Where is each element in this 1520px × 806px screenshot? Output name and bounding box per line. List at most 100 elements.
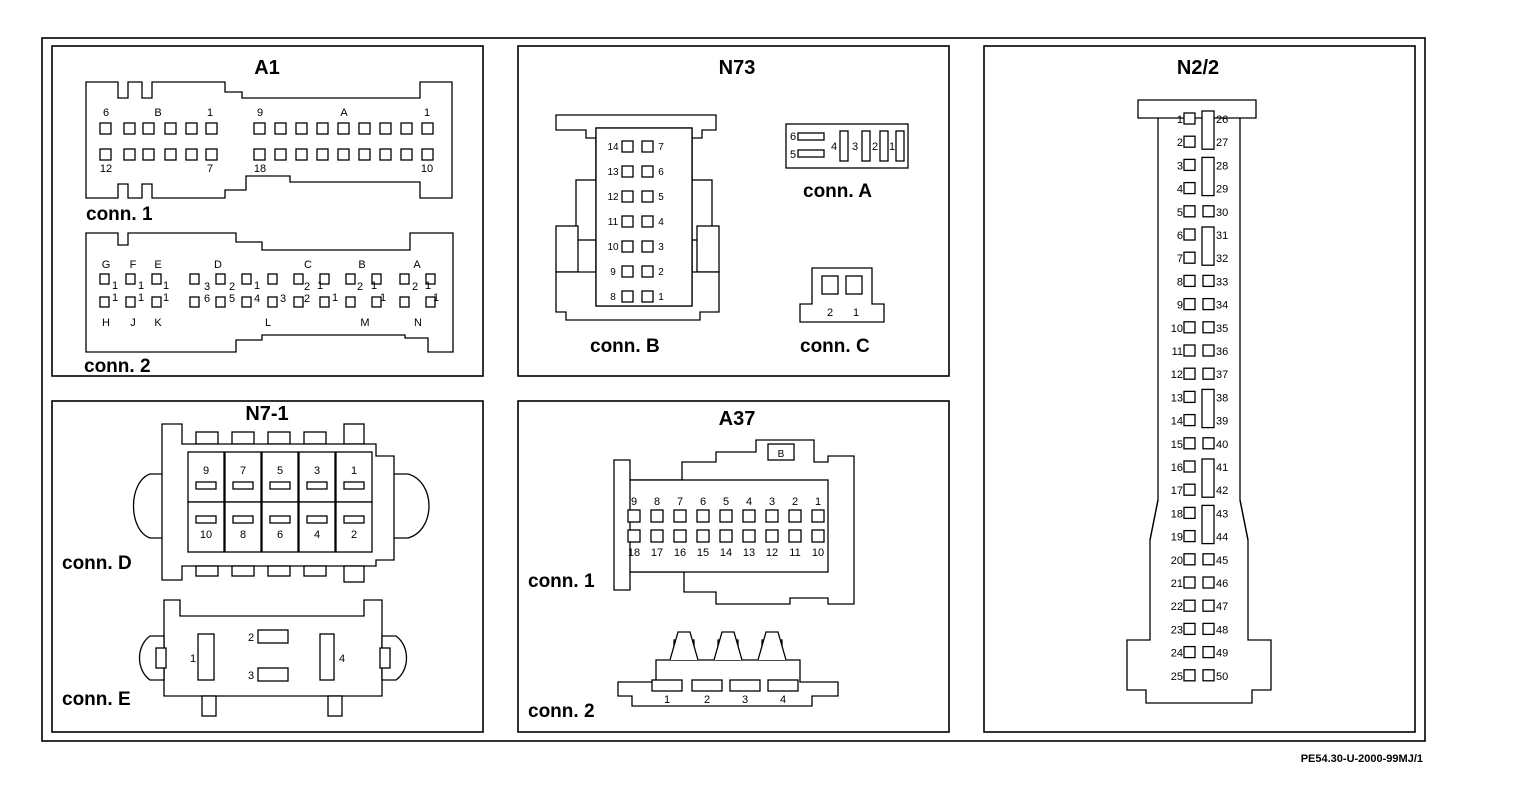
n73-connA-label: conn. A [803,181,872,202]
a1-conn1-housing [85,81,453,199]
a1c1-pin-cavity [123,122,136,135]
a1c1-label-18: 18 [254,163,266,175]
doc-reference: PE54.30-U-2000-99MJ/1 [1301,753,1423,765]
a1c1-pin-cavity [316,122,329,135]
n73b-pin-label: 5 [658,192,664,203]
a1c2-sub-number: 1 [112,280,118,292]
n22-pin-cavity [1183,274,1196,288]
n22-double-cavity [1201,156,1215,197]
n22-pin-cavity [1202,437,1215,450]
n71d-pin-label: 10 [200,529,212,541]
n22-pin-cavity [1183,112,1196,125]
a1c1-pin-cavity [185,148,198,161]
n22-pin-cavity [1183,645,1196,659]
a1c2-letter-b: B [358,259,365,271]
n22-pin-cavity [1202,599,1215,612]
a1c1-label-6: 6 [103,107,109,119]
a37c1-pin-label: 9 [631,496,637,508]
n73a-pin-6: 6 [790,131,796,143]
a1c2-sub-number: 1 [371,280,377,292]
n22-pin-cavity [1202,669,1215,682]
n22-pin-label: 8 [1177,276,1183,288]
n71-connE-label: conn. E [62,689,131,710]
a1c2-pin-cavity [99,296,110,308]
n22-pin-label: 3 [1177,160,1183,172]
a1c2-pin-cavity [215,296,226,308]
n22-pin-label: 14 [1171,416,1183,428]
a37c1-pin-cavity [788,529,802,543]
n73b-pin-cavity [641,290,654,303]
n22-pin-label: 20 [1171,555,1183,567]
a1c2-pin-cavity [151,296,162,308]
n22-pin-label: 28 [1216,160,1228,172]
n73b-pin-cavity [641,240,654,253]
a1c1-pin-cavity [99,122,112,135]
n71d-pin-label: 6 [277,529,283,541]
n71d-pin-label: 8 [240,529,246,541]
n73a-pin-4: 4 [831,141,837,153]
n22-pin-cavity [1183,506,1196,520]
n73a-pin-2: 2 [872,141,878,153]
n71d-pin-cavity [343,515,365,524]
a1c1-label-10: 10 [421,163,433,175]
a1c2-pin-cavity [125,296,136,308]
n73b-pin-label: 2 [658,267,664,278]
a1c2-letter-g: G [102,259,111,271]
a1c2-letter-d: D [214,259,222,271]
a37c1-pin-label: 6 [700,496,706,508]
a1c2-num-2a: 2 [229,281,235,293]
n22-pin-cavity [1202,645,1215,659]
n22-double-cavity [1201,110,1215,150]
n22-pin-label: 6 [1177,230,1183,242]
n22-pin-cavity [1183,437,1196,450]
n73b-pin-label: 10 [607,242,619,253]
a1c2-pin-cavity [189,273,200,285]
a1c2-pin-cavity [215,273,226,285]
a1c2-pin-cavity [267,296,278,308]
a1c1-pin-cavity [421,122,434,135]
n22-pin-cavity [1183,413,1196,427]
n71d-pin-cavity [269,515,291,524]
n73b-pin-cavity [621,265,634,278]
a37c1-pin-cavity [696,509,710,523]
a1c1-pin-cavity [185,122,198,135]
n22-pin-label: 7 [1177,253,1183,265]
a1c2-num-2c: 2 [304,293,310,305]
n22-pin-cavity [1183,553,1196,566]
a1c1-pin-cavity [337,148,350,161]
n71d-pin-cavity [232,481,254,490]
n73-connC-label: conn. C [800,336,870,357]
n73-connA-housing [785,123,909,169]
n22-pin-label: 11 [1172,346,1183,358]
n71d-pin-label: 5 [277,465,283,477]
n22-pin-label: 34 [1216,300,1228,312]
a1c2-pin-cavity [319,273,330,285]
a1c1-pin-cavity [205,122,218,135]
n22-pin-label: 43 [1216,508,1228,520]
n73b-pin-cavity [621,165,634,178]
n22-pin-label: 12 [1171,369,1183,381]
a37c1-pin-cavity [765,509,779,523]
n73b-pin-cavity [641,165,654,178]
a1c1-pin-cavity [337,122,350,135]
n22-pin-label: 49 [1216,648,1228,660]
a37c1-pin-cavity [627,509,641,523]
a1-conn2-label: conn. 2 [84,356,151,377]
n22-pin-label: 46 [1216,578,1228,590]
a37c1-pin-label: 17 [651,547,663,559]
a37c1-pin-cavity [765,529,779,543]
n22-pin-label: 19 [1171,532,1183,544]
a1c2-num-2d: 2 [357,281,363,293]
panel-a1-title: A1 [254,57,280,79]
a37c1-pin-label: 12 [766,547,778,559]
a1c1-pin-cavity [99,148,112,161]
a1c2-pin-cavity [267,273,278,285]
n73-connC-housing [799,267,885,323]
n73b-pin-cavity [621,190,634,203]
a1c1-pin-cavity [421,148,434,161]
a1c1-label-1: 1 [207,107,213,119]
a37c1-pin-cavity [696,529,710,543]
